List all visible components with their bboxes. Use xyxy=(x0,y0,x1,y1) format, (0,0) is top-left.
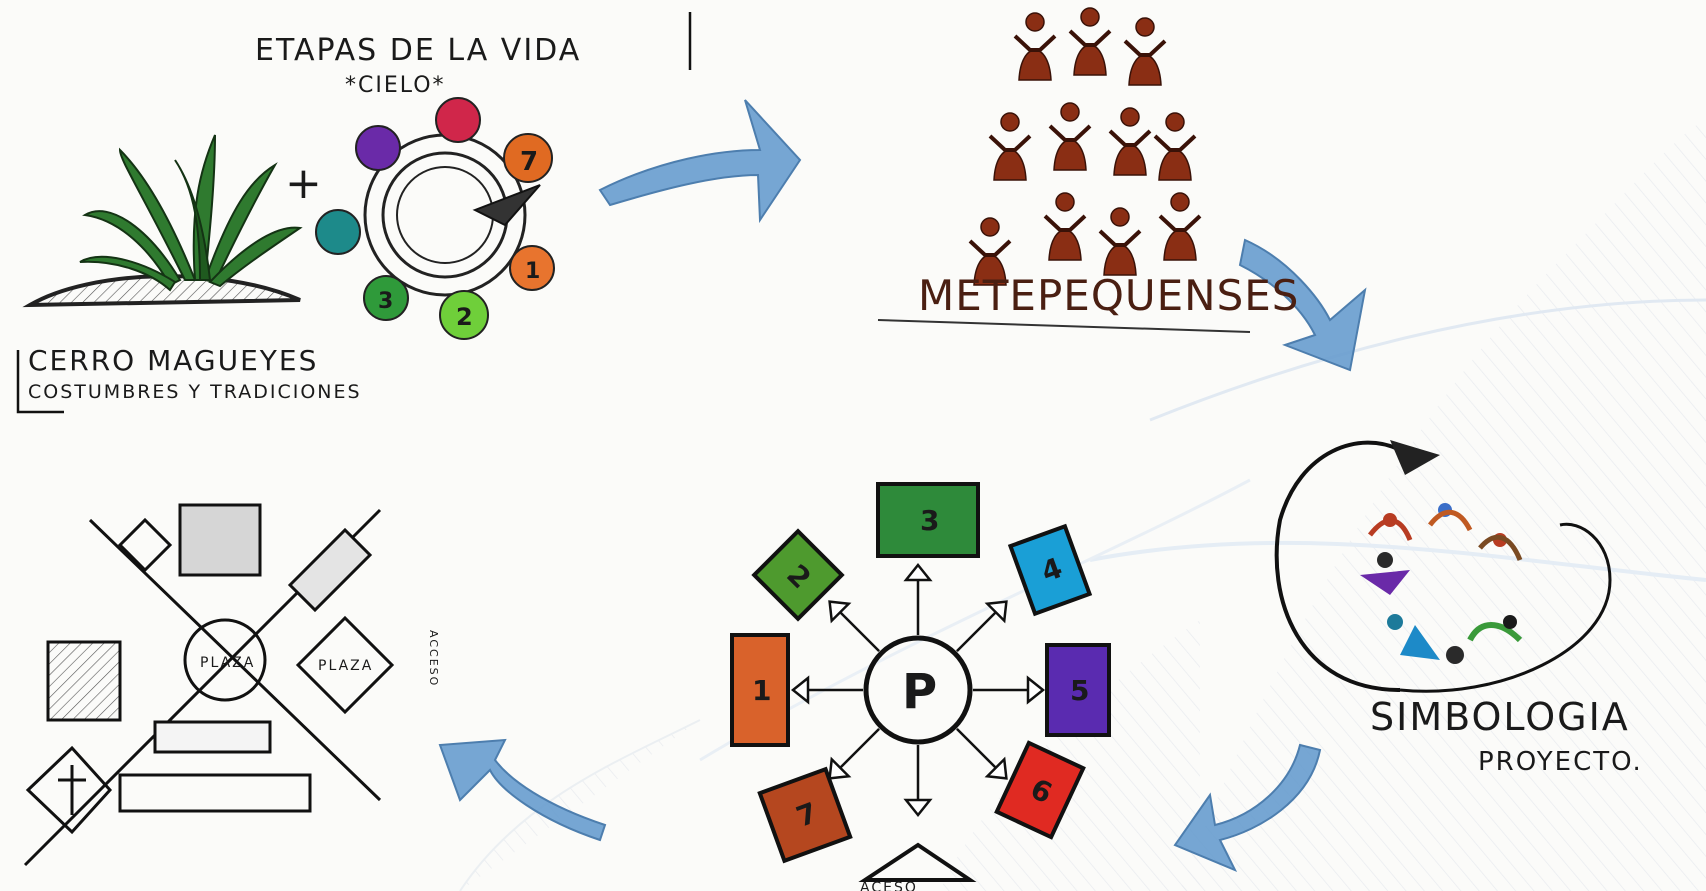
person-figure xyxy=(1153,112,1197,181)
cycle-number-2: 2 xyxy=(456,303,473,331)
radial-arrow-head xyxy=(790,675,810,705)
radial-arrow-head xyxy=(984,756,1008,780)
person-figure xyxy=(1098,207,1142,276)
arrow-down-right xyxy=(1238,238,1367,372)
acceso-label: ACESO xyxy=(860,880,918,891)
arrow-down-left xyxy=(1173,743,1322,872)
arrow-right-1 xyxy=(598,99,802,224)
flow-arrows xyxy=(438,99,1367,872)
radial-arrow-head xyxy=(903,798,933,818)
radial-arrow xyxy=(956,728,997,769)
block-2: 2 xyxy=(751,528,845,622)
block-7: 7 xyxy=(757,766,853,864)
plan-plaza-label-1: PLAZA xyxy=(200,655,255,671)
plan-plaza-label-2: PLAZA xyxy=(318,658,373,674)
person-figure xyxy=(1013,12,1057,81)
block-1: 1 xyxy=(730,633,790,747)
block-6: 6 xyxy=(994,740,1086,840)
radial-arrow-head xyxy=(984,600,1008,624)
plus-sign: + xyxy=(285,158,324,209)
person-figure xyxy=(1068,7,1112,76)
cycle-number-1: 1 xyxy=(525,259,540,284)
radial-arrow xyxy=(839,611,880,652)
zoning-diagram: P 1 2 3 4 5 6 7 ACESO xyxy=(730,482,1111,891)
cycle-number-3: 3 xyxy=(378,289,393,314)
cerro-subtitle: COSTUMBRES Y TRADICIONES xyxy=(28,381,362,403)
radial-arrow-head xyxy=(903,562,933,582)
radial-arrow-head xyxy=(828,600,852,624)
simbologia-cycle xyxy=(1274,440,1612,693)
plan-side-label: ACCESO xyxy=(427,630,440,687)
person-figure xyxy=(1158,192,1202,261)
block-label-3: 3 xyxy=(920,504,939,537)
etapas-subtitle: *CIELO* xyxy=(345,73,446,98)
person-figure xyxy=(1108,107,1152,176)
block-4: 4 xyxy=(1007,523,1093,617)
radial-arrow xyxy=(839,728,880,769)
person-figure xyxy=(1043,192,1087,261)
radial-arrow-head xyxy=(828,756,852,780)
life-cycle-wheel: 7 1 2 3 xyxy=(315,97,555,340)
block-label-5: 5 xyxy=(1070,674,1089,707)
block-label-1: 1 xyxy=(752,674,771,707)
agave-hill-illustration xyxy=(22,134,303,308)
radial-arrow xyxy=(956,611,997,652)
cerro-label-group: CERRO MAGUEYES COSTUMBRES Y TRADICIONES xyxy=(16,344,362,414)
block-3: 3 xyxy=(876,482,980,558)
person-figure xyxy=(1048,102,1092,171)
person-figure xyxy=(968,217,1012,286)
center-plaza: P xyxy=(863,635,973,745)
simbologia-title: SIMBOLOGIA xyxy=(1370,695,1630,739)
plan-sketch: PLAZA PLAZA ACCESO xyxy=(23,503,440,867)
center-letter: P xyxy=(902,664,937,720)
etapas-title: ETAPAS DE LA VIDA xyxy=(255,33,581,68)
person-figure xyxy=(1123,17,1167,86)
cerro-title: CERRO MAGUEYES xyxy=(28,344,318,377)
simbologia-subtitle: PROYECTO. xyxy=(1478,747,1643,777)
arrow-up-left xyxy=(438,738,607,842)
people-label: METEPEQUENSES xyxy=(918,271,1299,320)
simbologia-figures xyxy=(1360,503,1523,664)
people-group xyxy=(968,7,1202,286)
cycle-number-7: 7 xyxy=(520,147,538,177)
block-5: 5 xyxy=(1045,643,1111,737)
colored-blocks: 1 2 3 4 5 6 7 xyxy=(730,482,1111,864)
radial-arrows xyxy=(790,562,1046,818)
person-figure xyxy=(988,112,1032,181)
radial-arrow-head xyxy=(1026,675,1046,705)
